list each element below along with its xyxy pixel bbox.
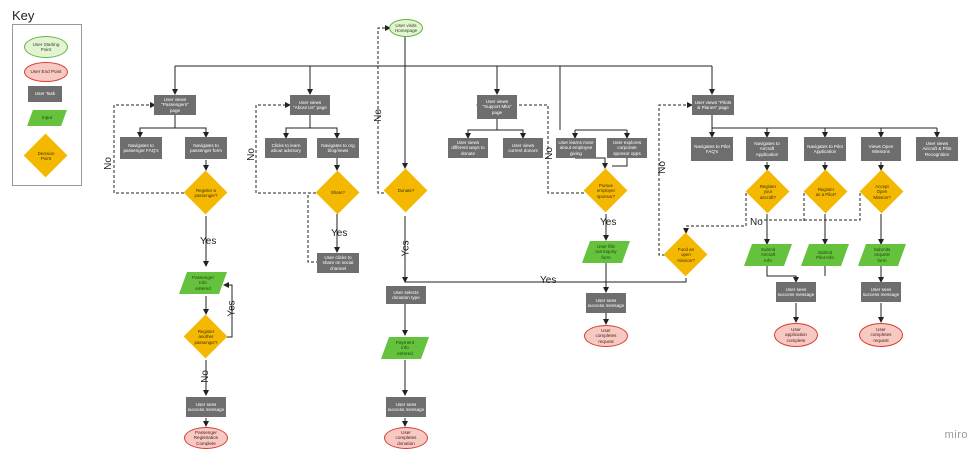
- node-current-donors: User views current donors: [503, 138, 543, 158]
- node-employee-giving: User learns more about employee giving: [556, 138, 596, 158]
- node-donation-type: User selects donation type: [386, 286, 426, 304]
- decision-fund-mission: Fund an open mission?: [663, 232, 708, 277]
- end-support-request: User completes request: [584, 325, 628, 347]
- decision-pursue-sponsor: Pursue employer sponsor?: [583, 168, 628, 213]
- node-pilot-application: Navigates to Pilot Application: [804, 137, 846, 161]
- end-donation-complete: User completes donation: [384, 427, 428, 449]
- node-org-blog: Navigates to org blog/news: [317, 138, 359, 158]
- node-open-missions: Views Open Missions: [861, 137, 901, 161]
- key-input: Input: [27, 110, 67, 126]
- input-request-form: Submits request form: [857, 244, 907, 266]
- node-pilots-planes-page: User views "Pilots & Planes" page: [692, 95, 734, 115]
- node-support-success: User sees success message: [586, 293, 626, 313]
- node-learn-advisory: Clicks to learn about advisory: [265, 138, 307, 158]
- end-application-complete: User application complete: [774, 323, 818, 347]
- node-application-success: User sees success message: [776, 282, 816, 302]
- node-passenger-success: User sees success message: [186, 397, 226, 417]
- node-donation-success: User sees success message: [386, 397, 426, 417]
- end-mission-request: User completes request: [859, 323, 903, 347]
- label-yes-share: Yes: [331, 228, 348, 239]
- label-no-fund: No: [656, 161, 668, 174]
- node-user-visits-homepage: User visits Homepage: [389, 19, 423, 37]
- node-aircraft-application: Navigates to Aircraft Application: [746, 137, 788, 161]
- node-ways-to-donate: User views different ways to donate: [448, 138, 488, 158]
- label-yes-donate: Yes: [400, 240, 412, 257]
- decision-accept-mission: Accept Open Mission?: [859, 169, 904, 214]
- label-no-another: No: [199, 370, 211, 383]
- node-pilot-recognition: User views Aircraft & Pilot Recognition: [916, 137, 958, 161]
- input-aircraft-info: Submit Aircraft Info: [743, 244, 793, 266]
- label-no-passenger: No: [102, 157, 114, 170]
- label-yes-fund: Yes: [540, 275, 557, 286]
- decision-register-aircraft: Register your aircraft?: [745, 169, 790, 214]
- end-passenger-registration: Passenger Registration Complete: [184, 427, 228, 449]
- input-inquiry-form: User fills out inquiry form: [581, 241, 631, 263]
- decision-register-pilot: Register as a Pilot?: [803, 169, 848, 214]
- input-pilot-info: Submit Pilot Info: [800, 244, 850, 266]
- decision-register-another: Register another passenger?: [183, 314, 228, 359]
- input-payment-info: Payment info entered: [380, 337, 430, 359]
- label-no-share: No: [245, 148, 257, 161]
- key-end-point: User End Point: [24, 62, 68, 82]
- input-passenger-info: Passenger Info entered: [178, 272, 228, 294]
- label-no-sponsor: No: [543, 147, 555, 160]
- decision-donate: Donate?: [383, 168, 428, 213]
- label-yes-another: Yes: [226, 300, 238, 317]
- node-passenger-faqs: Navigates to passenger FAQ's: [120, 137, 162, 159]
- label-no-pilots: No: [750, 217, 763, 228]
- node-about-us-page: User views "About Us" page: [290, 95, 330, 115]
- key-user-task: User Task: [28, 86, 62, 102]
- decision-register-passenger: Register a passenger?: [183, 170, 228, 215]
- node-share-social: User clicks to share on social channel: [317, 253, 359, 273]
- node-request-success: User sees success message: [861, 282, 901, 302]
- node-corporate-sponsor: User explores corporate sponsor opps: [607, 138, 647, 158]
- key-start-point: User Starting Point: [24, 36, 68, 58]
- label-yes-sponsor: Yes: [600, 217, 617, 228]
- key-title: Key: [12, 8, 35, 23]
- key-decision-point: Decision Point: [23, 133, 68, 178]
- node-passenger-form: Navigates to passenger form: [185, 137, 227, 159]
- node-support-page: User views "Support Mks" page: [477, 95, 517, 119]
- node-pilot-faqs: Navigates to Pilot FAQ's: [691, 137, 733, 161]
- miro-logo: miro: [944, 429, 968, 441]
- decision-share: Share?: [315, 170, 360, 215]
- label-no-donate: No: [372, 109, 384, 122]
- label-yes-passenger: Yes: [200, 236, 217, 247]
- node-passengers-page: User views "Passengers" page: [154, 95, 196, 115]
